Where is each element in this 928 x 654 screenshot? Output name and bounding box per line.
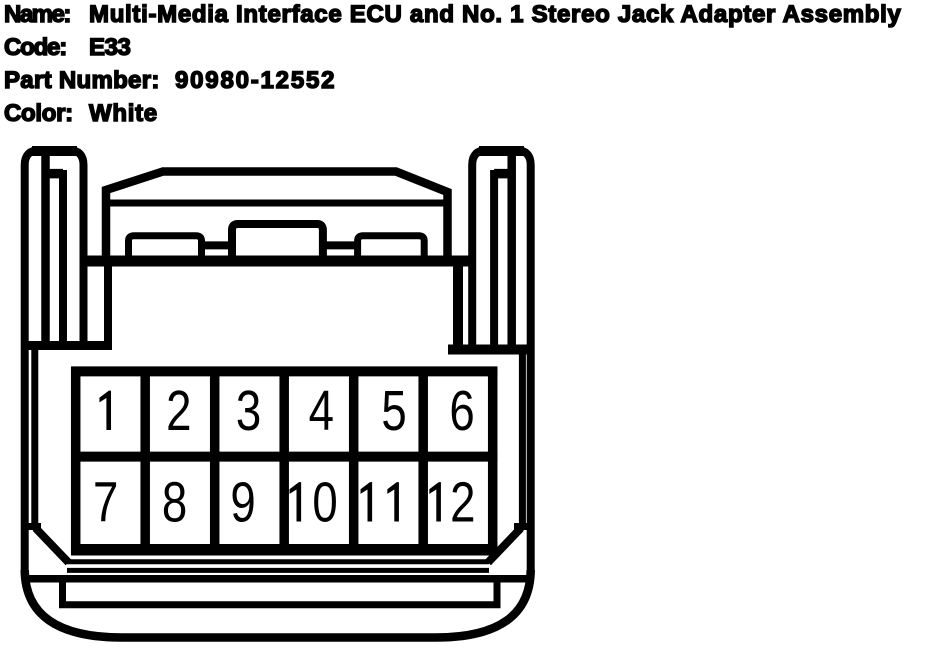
- svg-text:7: 7: [93, 470, 118, 534]
- svg-text:2: 2: [166, 378, 191, 442]
- svg-text:4: 4: [309, 378, 334, 442]
- svg-text:5: 5: [381, 378, 406, 442]
- svg-text:0: 0: [312, 470, 337, 534]
- svg-text:8: 8: [162, 470, 187, 534]
- svg-text:3: 3: [236, 378, 261, 442]
- svg-text:6: 6: [449, 378, 474, 442]
- svg-text:9: 9: [230, 470, 255, 534]
- svg-text:2: 2: [450, 470, 475, 534]
